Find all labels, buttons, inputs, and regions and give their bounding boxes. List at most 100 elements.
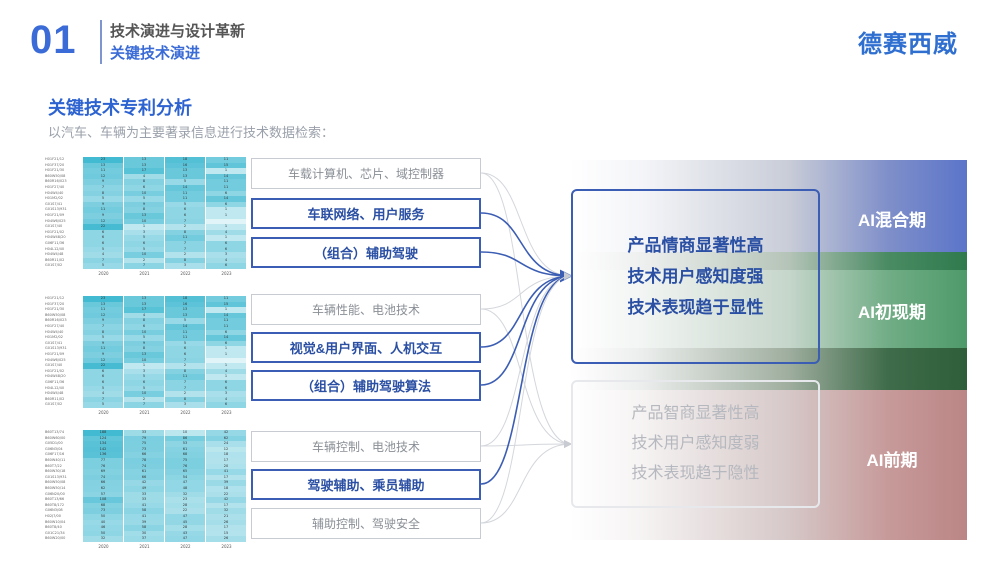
heat-cell: 73 — [83, 508, 124, 514]
year-label: 2023 — [221, 270, 232, 276]
heat-cell: 75 — [124, 441, 165, 447]
heat-cell: 43 — [165, 530, 206, 537]
row-label: H01M2/02 — [45, 196, 63, 201]
heat-cell: 2 — [124, 257, 165, 264]
row-label: H01F21/12 — [45, 157, 65, 161]
year-label: 2023 — [221, 543, 232, 549]
row-label: H04L12/40 — [45, 246, 65, 251]
heat-cell: 22 — [206, 491, 247, 498]
row-label: H01F27/40 — [45, 323, 65, 328]
year-label: 2022 — [180, 409, 191, 415]
result-line: 产品情商显著性高 — [627, 236, 764, 255]
heat-cell: 5 — [165, 318, 206, 324]
heat-cell: 13 — [124, 351, 165, 358]
heat-cell: 22 — [165, 508, 206, 514]
heat-cell: 3 — [206, 252, 247, 258]
heat-cell: 11 — [206, 179, 247, 185]
heat-cell: 20 — [206, 463, 247, 470]
heat-cell: 11 — [165, 329, 206, 336]
highlight-arrow — [480, 212, 573, 283]
heat-cell: 4 — [124, 312, 165, 319]
heat-cell: 124 — [83, 435, 124, 442]
row-label: B60W40/11 — [45, 457, 66, 462]
heat-cell: 23 — [83, 296, 124, 302]
row-label: H04W4/40 — [45, 190, 64, 195]
heat-cell: 37 — [124, 536, 165, 542]
row-label: G06F11/36 — [45, 240, 65, 245]
heat-cell: 1 — [206, 307, 247, 313]
heat-cell: 5 — [124, 374, 165, 380]
row-label: H01F21/30 — [45, 168, 65, 173]
heat-cell: 3 — [165, 402, 206, 408]
heat-cell: 11 — [165, 374, 206, 380]
heat-cell: 2 — [124, 396, 165, 403]
heat-cell: 57 — [83, 491, 124, 498]
row-label: G06N20/00 — [45, 491, 65, 496]
heat-cell: 3 — [165, 263, 206, 269]
heat-cell: 6 — [206, 329, 247, 336]
row-label: B60R16/023 — [45, 318, 67, 323]
heat-cell: 66 — [83, 480, 124, 486]
heat-cell: 62 — [83, 485, 124, 492]
heat-cell: 33 — [124, 491, 165, 498]
heat-cell: 11 — [165, 196, 206, 202]
heat-cell: 5 — [165, 201, 206, 208]
muted-arrow — [480, 440, 572, 449]
year-label: 2021 — [139, 543, 150, 549]
row-label: H01F21/09 — [45, 351, 65, 356]
row-label: G01S13/931 — [45, 346, 67, 351]
heat-cell: 6 — [206, 402, 247, 408]
heat-cell: 1 — [206, 235, 247, 241]
muted-arrow — [480, 272, 572, 524]
heat-cell: 7 — [165, 246, 206, 253]
heat-cell: 4 — [124, 173, 165, 180]
heat-cell: 10 — [124, 218, 165, 225]
heat-cell: 9 — [83, 351, 124, 358]
heat-cell: 5 — [124, 235, 165, 241]
year-label: 2020 — [98, 270, 109, 276]
row-label: G06N3/08 — [45, 508, 63, 513]
tech-label-assisted-driving-algorithm: （组合）辅助驾驶算法 — [251, 370, 481, 401]
heat-cell: 8 — [124, 318, 165, 324]
heat-cell: 26 — [206, 536, 247, 542]
muted-arrow — [480, 440, 572, 524]
heat-cell: 11 — [165, 235, 206, 241]
heat-cell: 5 — [83, 385, 124, 392]
row-label: B60W50/08 — [45, 173, 66, 178]
row-label: H04W6/025 — [45, 218, 66, 223]
year-label: 2020 — [98, 543, 109, 549]
heat-cell: 1 — [206, 346, 247, 352]
heat-cell: 12 — [83, 173, 124, 180]
heat-cell: 18 — [206, 452, 247, 458]
heat-cell: 58 — [124, 508, 165, 514]
heat-cell: 15 — [206, 301, 247, 308]
result-box-high-visibility: 产品情商显著性高 技术用户感知度强 技术表现趋于显性 — [571, 189, 820, 364]
row-label: B60W50/08 — [45, 312, 66, 317]
heat-cell: 33 — [124, 430, 165, 436]
row-label: H04W48/20 — [45, 374, 66, 379]
heat-cell: 8 — [165, 396, 206, 403]
result-line: 技术表现趋于显性 — [627, 298, 764, 317]
heat-cell: 30 — [124, 530, 165, 537]
period-band-ai-mixed — [570, 160, 967, 252]
result-line: 技术用户感知度弱 — [631, 435, 760, 452]
heat-cell: 33 — [124, 497, 165, 503]
heat-cell — [206, 357, 247, 364]
heat-cell: 4 — [206, 368, 247, 375]
row-label: H04W6/025 — [45, 357, 66, 362]
